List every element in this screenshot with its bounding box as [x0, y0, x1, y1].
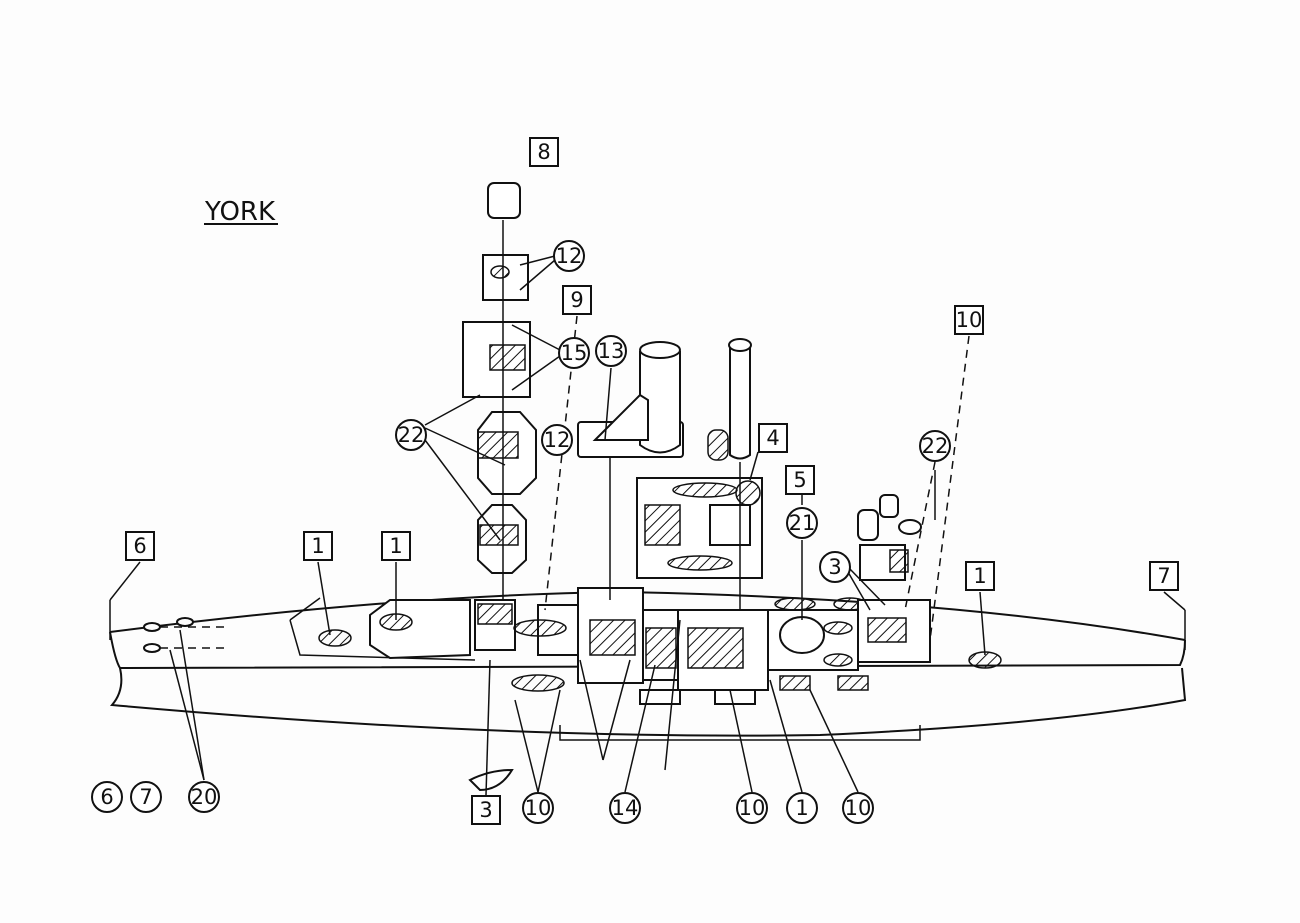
svg-text:7: 7: [1157, 564, 1170, 588]
svg-text:1: 1: [389, 534, 402, 558]
label-box-3: 3: [471, 795, 501, 825]
deck-parts: [143, 587, 1002, 705]
label-circle-22b: 22: [919, 430, 951, 462]
svg-text:6: 6: [100, 785, 113, 809]
label-circle-22a: 22: [395, 419, 427, 451]
svg-text:10: 10: [845, 796, 872, 820]
funnels: [577, 338, 763, 610]
label-circle-10b: 10: [736, 792, 768, 824]
svg-text:9: 9: [570, 288, 583, 312]
svg-text:1: 1: [973, 564, 986, 588]
svg-text:5: 5: [793, 468, 806, 492]
svg-text:1: 1: [795, 796, 808, 820]
label-circle-12a: 12: [553, 240, 585, 272]
label-box-1b: 1: [381, 531, 411, 561]
label-circle-21: 21: [786, 507, 818, 539]
label-box-8: 8: [529, 137, 559, 167]
svg-text:10: 10: [739, 796, 766, 820]
circle-labels: 12 15 13 22 12 21 3 22 6 7 20 10 14 10 1…: [91, 240, 951, 824]
svg-text:20: 20: [191, 785, 218, 809]
label-circle-14: 14: [609, 792, 641, 824]
label-box-6: 6: [125, 531, 155, 561]
svg-text:3: 3: [479, 798, 492, 822]
label-circle-15: 15: [558, 337, 590, 369]
svg-text:8: 8: [537, 140, 550, 164]
title: YORK: [204, 197, 276, 227]
svg-text:7: 7: [139, 785, 152, 809]
label-box-5: 5: [785, 465, 815, 495]
label-box-1c: 1: [965, 561, 995, 591]
svg-text:6: 6: [133, 534, 146, 558]
label-circle-13: 13: [595, 335, 627, 367]
svg-text:22: 22: [398, 423, 425, 447]
svg-text:4: 4: [766, 426, 779, 450]
label-box-4: 4: [758, 423, 788, 453]
svg-text:1: 1: [311, 534, 324, 558]
label-circle-6: 6: [91, 781, 123, 813]
turrets: [857, 470, 936, 581]
svg-text:12: 12: [556, 244, 583, 268]
svg-text:21: 21: [789, 511, 816, 535]
label-box-9: 9: [562, 285, 592, 315]
box-labels: 8 9 10 6 1 1 4 5 1 7 3: [125, 137, 1179, 825]
label-box-1a: 1: [303, 531, 333, 561]
label-circle-1: 1: [786, 792, 818, 824]
svg-text:15: 15: [561, 341, 588, 365]
label-circle-12b: 12: [541, 424, 573, 456]
label-circle-3: 3: [819, 551, 851, 583]
label-circle-10c: 10: [842, 792, 874, 824]
svg-text:13: 13: [598, 339, 625, 363]
label-box-7: 7: [1149, 561, 1179, 591]
label-box-10: 10: [954, 305, 984, 335]
svg-text:10: 10: [525, 796, 552, 820]
label-circle-20: 20: [188, 781, 220, 813]
svg-text:12: 12: [544, 428, 571, 452]
label-circle-10a: 10: [522, 792, 554, 824]
svg-text:10: 10: [956, 308, 983, 332]
svg-text:22: 22: [922, 434, 949, 458]
bridge-tower: [462, 182, 537, 792]
svg-text:3: 3: [828, 555, 841, 579]
svg-text:14: 14: [612, 796, 639, 820]
label-circle-7: 7: [130, 781, 162, 813]
hull: [109, 590, 1187, 741]
